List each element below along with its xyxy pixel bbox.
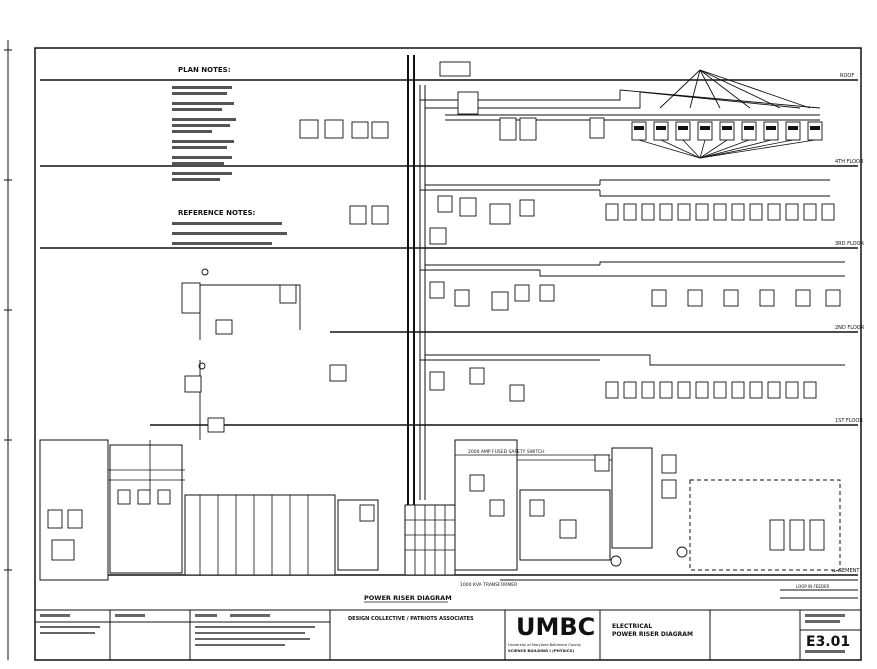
transformer-label: 1000 KVA TRANSFORMER bbox=[460, 582, 517, 588]
firm-name: DESIGN COLLECTIVE / PATRIOTS ASSOCIATES bbox=[348, 616, 474, 622]
reference-notes-title: REFERENCE NOTES: bbox=[178, 209, 256, 217]
floor-label-1st: 1ST FLOOR bbox=[835, 418, 863, 424]
floor-label-3rd: 3RD FLOOR bbox=[835, 241, 864, 247]
university-name: University of Maryland Baltimore County bbox=[508, 643, 582, 647]
floor-label-4th: 4TH FLOOR bbox=[835, 159, 864, 165]
umbc-logo: UMBC bbox=[516, 613, 595, 641]
floor-label-2nd: 2ND FLOOR bbox=[835, 325, 865, 331]
floor-label-roof: ROOF bbox=[840, 73, 854, 79]
diagram-title: POWER RISER DIAGRAM bbox=[364, 594, 452, 602]
fourth-floor-panel-row bbox=[605, 203, 835, 221]
floor-label-basement: BASEMENT bbox=[832, 568, 860, 574]
switchboard bbox=[404, 504, 456, 576]
roof-panel-row bbox=[631, 121, 823, 141]
sheet-number: E3.01 bbox=[806, 634, 850, 650]
basement-note: LOOP IN FEEDER bbox=[796, 584, 829, 589]
plan-notes-title: PLAN NOTES: bbox=[178, 66, 231, 74]
sheet-border bbox=[34, 47, 862, 661]
sheet-title-2: POWER RISER DIAGRAM bbox=[612, 631, 693, 638]
sheet-title-1: ELECTRICAL bbox=[612, 623, 652, 630]
third-floor-panel-row bbox=[651, 289, 841, 307]
building-name: SCIENCE BUILDING I (PHYSICS) bbox=[508, 648, 574, 653]
second-floor-panel-row bbox=[605, 381, 817, 399]
title-block bbox=[35, 609, 861, 660]
switchgear-lineup bbox=[184, 494, 336, 576]
switchgear-label: 2000 AMP FUSED SAFETY SWITCH bbox=[468, 449, 545, 455]
